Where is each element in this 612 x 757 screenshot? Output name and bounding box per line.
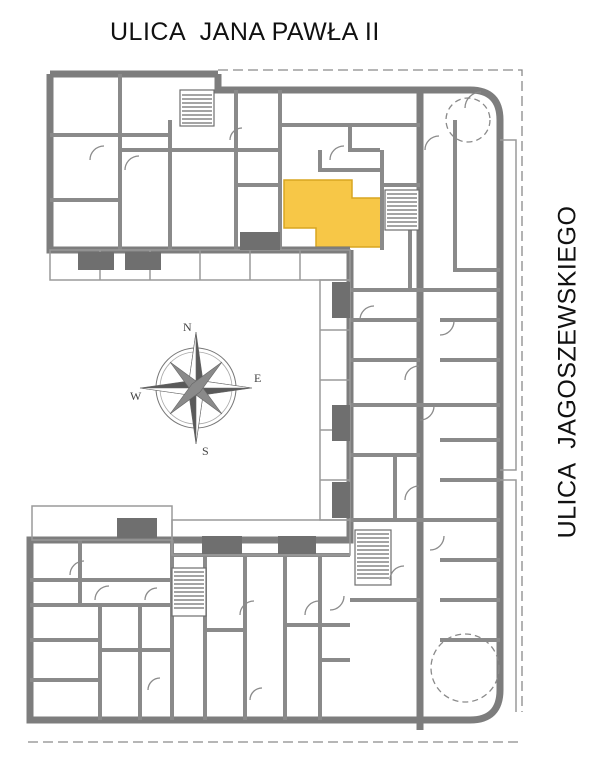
- utility-blocks: [78, 232, 350, 554]
- staircase-east: [384, 189, 420, 231]
- compass-south-label: S: [202, 444, 209, 458]
- street-label-top: ULICA JANA PAWŁA II: [110, 18, 380, 46]
- staircases: [171, 89, 420, 617]
- highlighted-apartment[interactable]: [283, 179, 382, 248]
- staircase-southeast: [354, 529, 392, 586]
- door-swings: [69, 91, 482, 701]
- interior-walls: [30, 74, 500, 720]
- staircase-southwest: [171, 567, 207, 617]
- compass-west-label: W: [130, 389, 142, 403]
- balconies: [31, 139, 517, 712]
- compass-north-label: N: [183, 320, 192, 334]
- site-boundary: [28, 69, 523, 743]
- staircase-north: [179, 89, 215, 127]
- compass-rose: [139, 331, 253, 445]
- compass-east-label: E: [254, 371, 261, 385]
- turning-circles: [430, 97, 500, 703]
